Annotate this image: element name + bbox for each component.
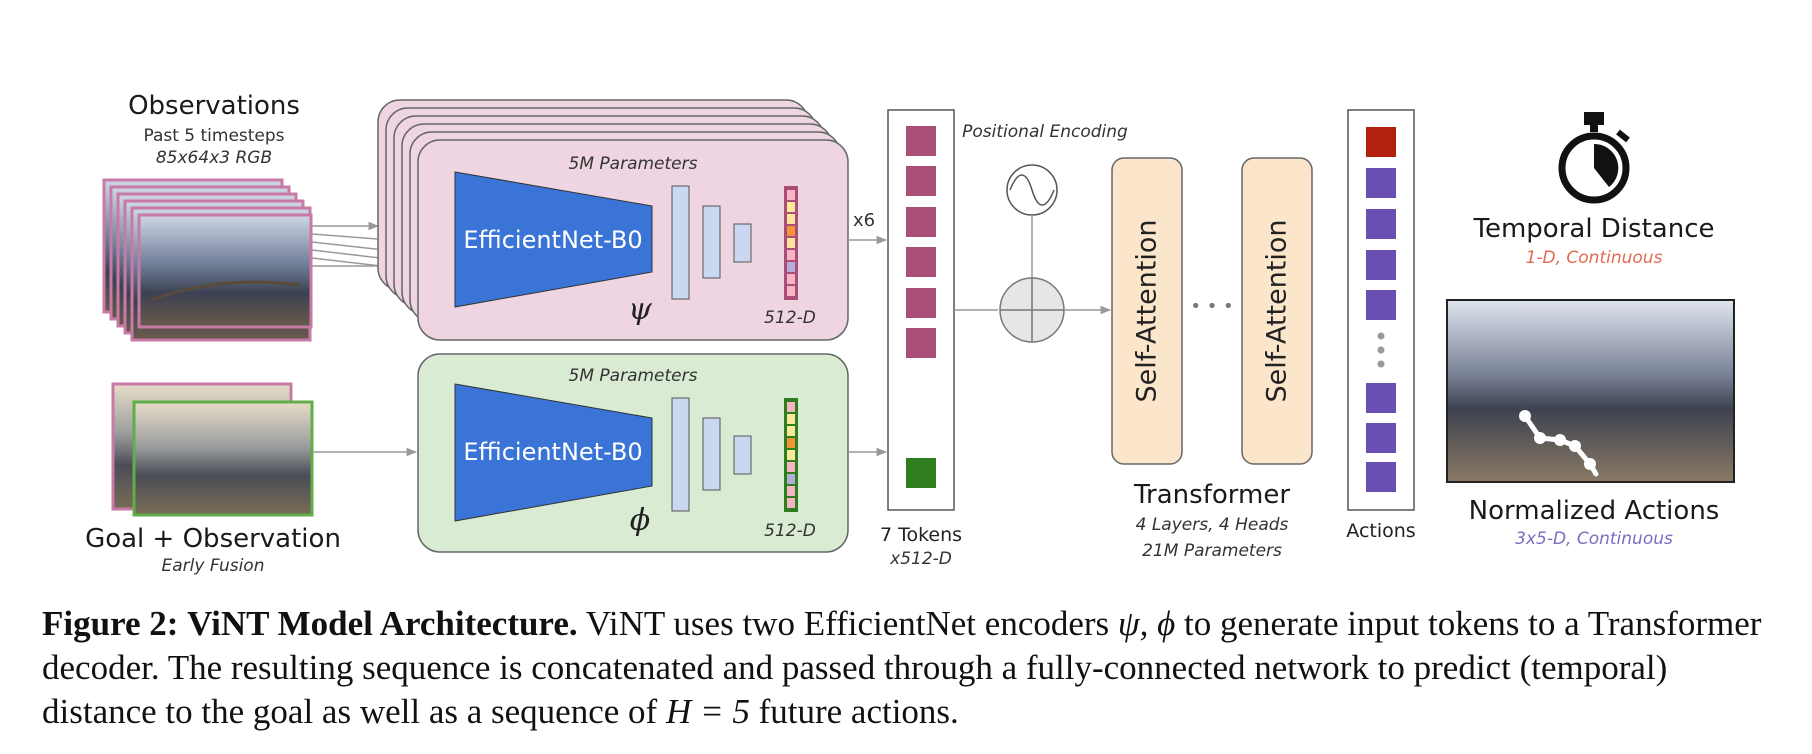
stopwatch-icon bbox=[1558, 112, 1630, 204]
caption-math-1: ψ, ϕ bbox=[1117, 604, 1176, 643]
goal-image-stack bbox=[111, 382, 314, 517]
transformer-detail-2: 21M Parameters bbox=[1142, 541, 1282, 561]
add-operator bbox=[954, 277, 1112, 343]
goal-embedding-vector bbox=[784, 398, 798, 512]
actions-column bbox=[1347, 109, 1415, 511]
temporal-distance-title: Temporal Distance bbox=[1473, 214, 1715, 244]
action-token-5 bbox=[1366, 383, 1396, 413]
goal-encoder-dim: 512-D bbox=[764, 521, 816, 541]
goal-title: Goal + Observation bbox=[85, 524, 341, 554]
obs-mlp-layer-2 bbox=[702, 205, 721, 279]
self-attention-block-2 bbox=[1241, 157, 1313, 465]
obs-mlp-layer-3 bbox=[733, 223, 752, 263]
action-token-3 bbox=[1366, 250, 1396, 280]
tokens-column bbox=[887, 109, 955, 511]
caption-math-2: H = 5 bbox=[665, 692, 750, 731]
goal-encoder-panel bbox=[417, 353, 849, 553]
caption-text-2: to generate input tokens to a Transforme… bbox=[42, 604, 1762, 731]
goal-mlp-layer-3 bbox=[733, 435, 752, 475]
goal-encoder-name: EfficientNet-B0 bbox=[463, 438, 643, 466]
output-trajectory-image bbox=[1446, 299, 1735, 483]
action-token-2 bbox=[1366, 209, 1396, 239]
action-token-7 bbox=[1366, 462, 1396, 492]
token-7 bbox=[906, 458, 936, 488]
goal-mlp-layer-1 bbox=[671, 397, 690, 512]
token-3 bbox=[906, 207, 936, 237]
tokens-label: 7 Tokens bbox=[879, 524, 963, 546]
obs-encoder-repeat: x6 bbox=[852, 210, 876, 231]
actions-label: Actions bbox=[1346, 520, 1416, 542]
tokens-dim: x512-D bbox=[890, 549, 952, 569]
action-token-6 bbox=[1366, 423, 1396, 453]
observations-subtitle: Past 5 timesteps bbox=[143, 126, 285, 146]
observations-spec: 85x64x3 RGB bbox=[155, 148, 273, 168]
token-2 bbox=[906, 166, 936, 196]
temporal-distance-subtitle: 1-D, Continuous bbox=[1525, 248, 1663, 268]
observation-encoder-stack bbox=[377, 99, 849, 341]
observations-title: Observations bbox=[128, 91, 300, 121]
figure-title: ViNT Model Architecture. bbox=[187, 604, 578, 643]
goal-encoder-symbol: ϕ bbox=[629, 503, 651, 538]
token-6 bbox=[906, 328, 936, 358]
token-4 bbox=[906, 247, 936, 277]
token-1 bbox=[906, 126, 936, 156]
self-attention-block-1 bbox=[1111, 157, 1183, 465]
obs-encoder-params: 5M Parameters bbox=[568, 154, 698, 174]
action-distance-token bbox=[1366, 127, 1396, 157]
transformer-ellipsis: • • • bbox=[1190, 296, 1234, 317]
figure-label: Figure 2: bbox=[42, 604, 179, 643]
obs-mlp-layer-1 bbox=[671, 185, 690, 300]
goal-encoder-params: 5M Parameters bbox=[568, 366, 698, 386]
caption-text-3: future actions. bbox=[758, 692, 959, 731]
self-attention-label-2: Self-Attention bbox=[1261, 219, 1293, 403]
positional-encoding-label: Positional Encoding bbox=[962, 122, 1128, 142]
token-5 bbox=[906, 288, 936, 318]
action-token-1 bbox=[1366, 168, 1396, 198]
goal-mlp-layer-2 bbox=[702, 417, 721, 491]
positional-encoding bbox=[1006, 164, 1058, 278]
transformer-title: Transformer bbox=[1133, 480, 1291, 510]
architecture-diagram bbox=[102, 99, 1735, 553]
obs-encoder-name: EfficientNet-B0 bbox=[463, 226, 643, 254]
obs-encoder-dim: 512-D bbox=[764, 308, 816, 328]
figure-caption: Figure 2: ViNT Model Architecture. ViNT … bbox=[42, 602, 1782, 734]
goal-subtitle: Early Fusion bbox=[161, 556, 265, 576]
obs-encoder-symbol: ψ bbox=[628, 292, 652, 327]
observation-image-stack bbox=[102, 178, 313, 342]
normalized-actions-title: Normalized Actions bbox=[1468, 496, 1720, 526]
caption-text-1: ViNT uses two EfficientNet encoders bbox=[585, 604, 1110, 643]
self-attention-label-1: Self-Attention bbox=[1131, 219, 1163, 403]
transformer-detail-1: 4 Layers, 4 Heads bbox=[1135, 515, 1289, 535]
action-token-4 bbox=[1366, 290, 1396, 320]
obs-efficientnet-block bbox=[454, 171, 653, 308]
goal-efficientnet-block bbox=[454, 383, 653, 522]
normalized-actions-subtitle: 3x5-D, Continuous bbox=[1515, 529, 1673, 549]
obs-embedding-vector bbox=[784, 186, 798, 300]
